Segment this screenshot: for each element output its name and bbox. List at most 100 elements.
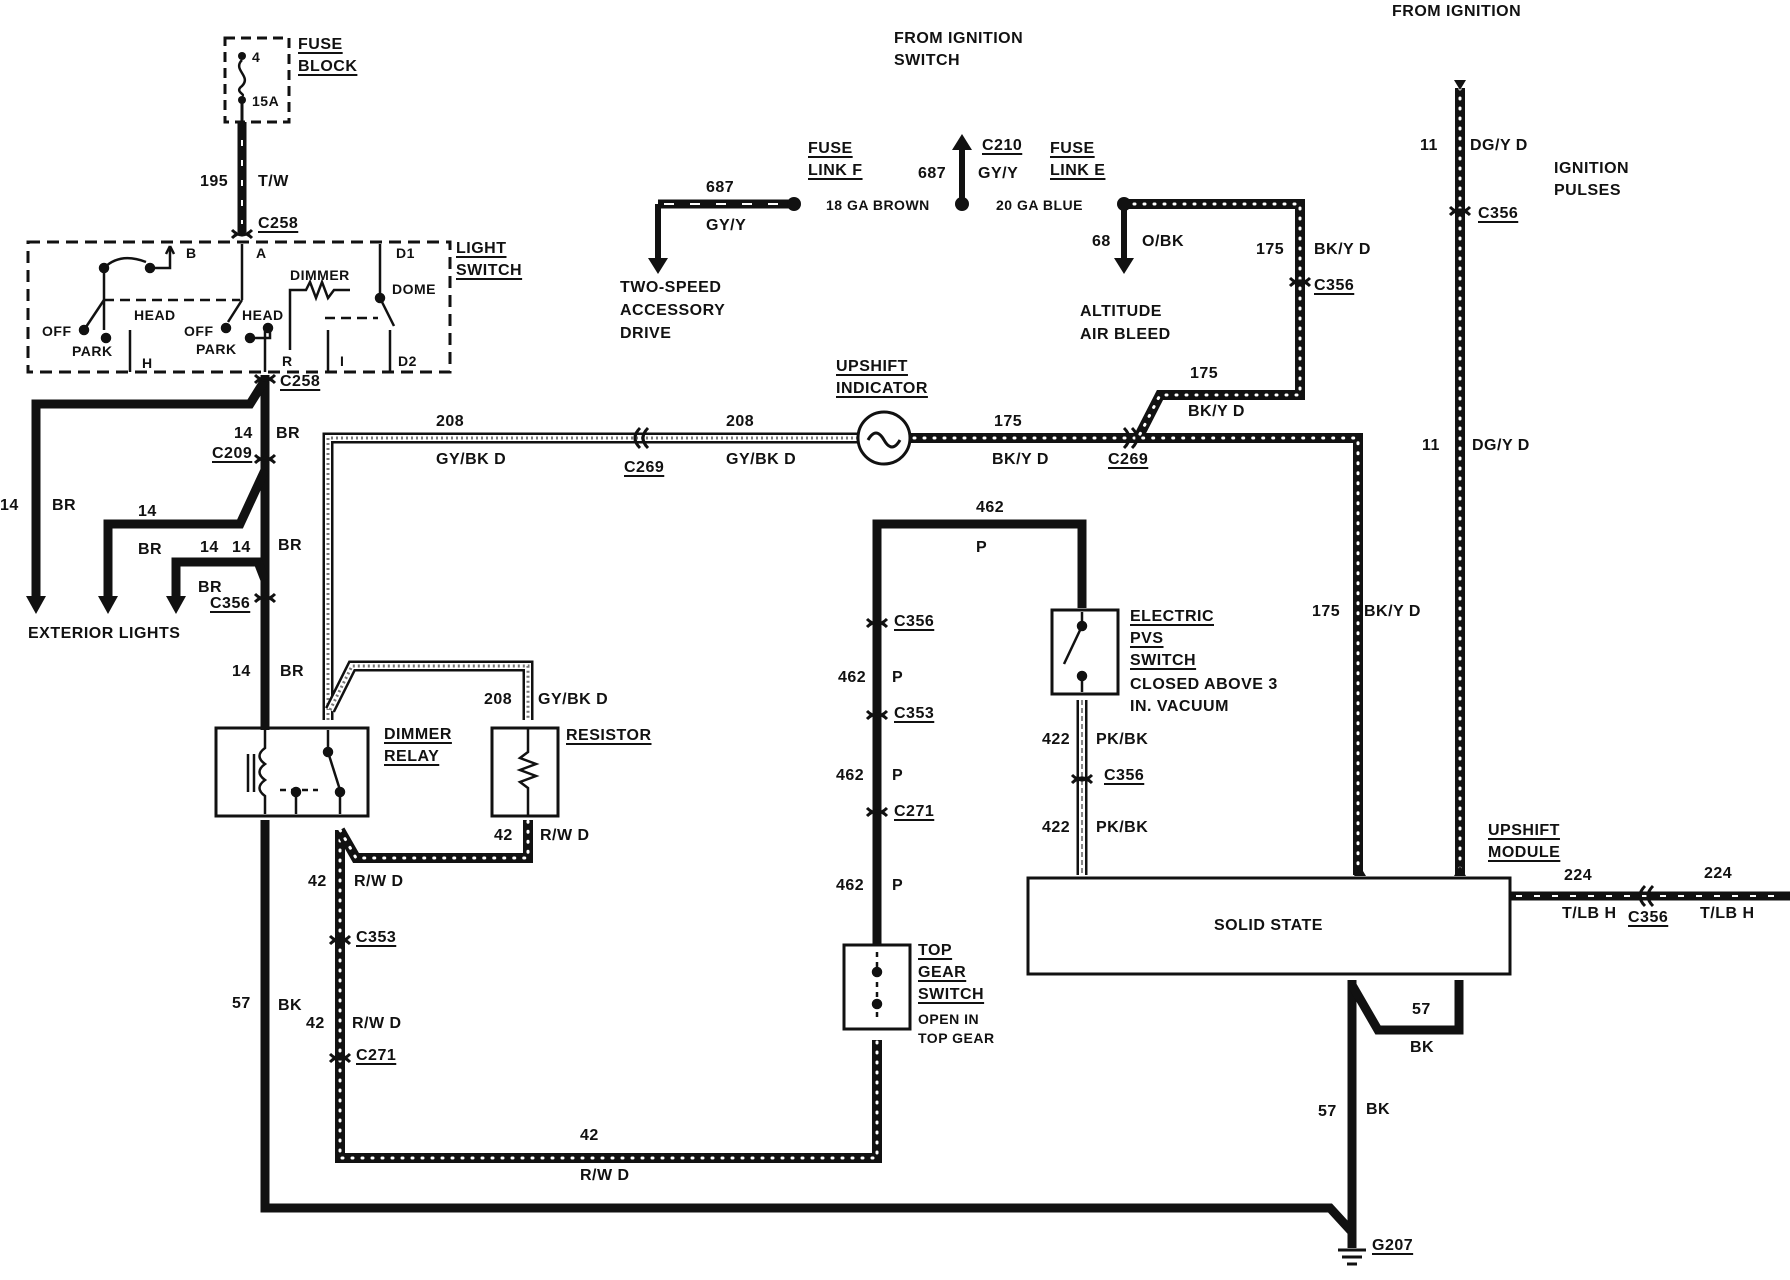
wire-175-c: 175 xyxy=(994,413,1023,430)
wire-42-d: 42 xyxy=(580,1127,599,1144)
wire-42-c: 42 xyxy=(306,1015,325,1032)
color-dgyd-b: DG/Y D xyxy=(1472,437,1530,454)
connector-c356-e: C356 xyxy=(1104,767,1145,784)
wire-208-a: 208 xyxy=(436,413,465,430)
color-pkbk-b: PK/BK xyxy=(1096,819,1149,836)
dimmer-relay-label: DIMMER RELAY xyxy=(384,726,452,765)
pvs-switch xyxy=(1050,608,1120,696)
color-rwd-c: R/W D xyxy=(352,1015,402,1032)
color-p-c: P xyxy=(892,767,904,784)
resistor xyxy=(490,726,560,818)
wire-422-b: 422 xyxy=(1042,819,1071,836)
terminals xyxy=(26,80,1466,876)
solid-state-label: SOLID STATE xyxy=(1214,917,1323,934)
connector-c271-b: C271 xyxy=(894,803,935,820)
wire-42-b: 42 xyxy=(308,873,327,890)
color-br-d: BR xyxy=(278,537,303,554)
fuse-block-title: FUSE BLOCK xyxy=(298,36,358,75)
closed-above-vacuum: CLOSED ABOVE 3 IN. VACUUM xyxy=(1130,676,1278,715)
color-br-e: BR xyxy=(198,579,223,596)
color-br-c: BR xyxy=(138,541,163,558)
from-ignition-switch: FROM IGNITION SWITCH xyxy=(894,30,1024,69)
solid-wires xyxy=(31,122,1790,1248)
color-rwd-a: R/W D xyxy=(540,827,590,844)
resistor-label: RESISTOR xyxy=(566,727,652,744)
wire-462-c: 462 xyxy=(836,767,865,784)
ls-off-2: OFF xyxy=(184,323,214,339)
color-dgyd-a: DG/Y D xyxy=(1470,137,1528,154)
color-gybkd-a: GY/BK D xyxy=(436,451,507,468)
ls-term-i: I xyxy=(340,353,345,369)
wire-14-c: 14 xyxy=(138,503,157,520)
ls-park-1: PARK xyxy=(72,343,113,359)
wire-224-b: 224 xyxy=(1704,865,1733,882)
wire-175-d: 175 xyxy=(1312,603,1341,620)
connector-c269-a: C269 xyxy=(1108,451,1149,468)
wire-57-c: 57 xyxy=(1318,1103,1337,1120)
color-tlbh-a: T/LB H xyxy=(1562,905,1617,922)
upshift-indicator-label: UPSHIFT INDICATOR xyxy=(836,358,928,397)
altitude-air-bleed: ALTITUDE AIR BLEED xyxy=(1080,303,1171,343)
connector-c356-c: C356 xyxy=(210,595,251,612)
ls-dome: DOME xyxy=(392,281,436,297)
wire-14-a: 14 xyxy=(234,425,253,442)
light-switch-label: LIGHT SWITCH xyxy=(456,240,523,279)
fuse-block xyxy=(223,36,291,124)
gauge-18-brown: 18 GA BROWN xyxy=(826,197,930,213)
wire-14-d: 14 xyxy=(200,539,219,556)
wire-175-a: 175 xyxy=(1256,241,1285,258)
connector-c356-b: C356 xyxy=(1478,205,1519,222)
wire-195: 195 xyxy=(200,173,229,190)
connector-c258-b: C258 xyxy=(280,373,321,390)
connector-c271-a: C271 xyxy=(356,1047,397,1064)
ls-term-r: R xyxy=(282,353,293,369)
exterior-lights: EXTERIOR LIGHTS xyxy=(28,625,181,642)
from-ignition: FROM IGNITION xyxy=(1392,3,1522,20)
color-gyy-a: GY/Y xyxy=(706,217,747,234)
top-gear-switch-label: TOP GEAR SWITCH xyxy=(918,942,985,1003)
wire-57-a: 57 xyxy=(232,995,251,1012)
color-tw: T/W xyxy=(258,173,289,190)
connector-c356-f: C356 xyxy=(1628,909,1669,926)
wire-68: 68 xyxy=(1092,233,1111,250)
color-br-a: BR xyxy=(276,425,301,442)
color-rwd-d: R/W D xyxy=(580,1167,630,1184)
color-p-b: P xyxy=(892,669,904,686)
ls-term-h: H xyxy=(142,355,153,371)
connector-c353-a: C353 xyxy=(356,929,397,946)
color-bk-c: BK xyxy=(1366,1101,1391,1118)
gauge-20-blue: 20 GA BLUE xyxy=(996,197,1083,213)
color-p-d: P xyxy=(892,877,904,894)
fuse-link-f: FUSE LINK F xyxy=(808,140,863,179)
color-br-b: BR xyxy=(52,497,77,514)
wire-208-b: 208 xyxy=(726,413,755,430)
ls-dimmer: DIMMER xyxy=(290,267,350,283)
connector-marks xyxy=(230,205,1655,1064)
dimmer-relay xyxy=(214,726,370,818)
ls-off-1: OFF xyxy=(42,323,72,339)
color-gybkd-c: GY/BK D xyxy=(538,691,609,708)
color-bkyd-a: BK/Y D xyxy=(1314,241,1371,258)
ls-park-2: PARK xyxy=(196,341,237,357)
color-bkyd-c: BK/Y D xyxy=(992,451,1049,468)
electric-pvs-switch-label: ELECTRIC PVS SWITCH xyxy=(1130,608,1214,669)
color-pkbk-a: PK/BK xyxy=(1096,731,1149,748)
ls-term-b: B xyxy=(186,245,197,261)
wire-11-a: 11 xyxy=(1420,137,1438,154)
wire-175-b: 175 xyxy=(1190,365,1219,382)
color-rwd-b: R/W D xyxy=(354,873,404,890)
wire-14-b: 14 xyxy=(0,497,19,514)
upshift-module-label: UPSHIFT MODULE xyxy=(1488,822,1561,861)
ls-term-d2: D2 xyxy=(398,353,417,369)
two-speed-accessory-drive: TWO-SPEED ACCESSORY DRIVE xyxy=(620,279,725,342)
wire-57-b: 57 xyxy=(1412,1001,1431,1018)
connector-c269-b: C269 xyxy=(624,459,665,476)
wire-208-c: 208 xyxy=(484,691,513,708)
color-bk-b: BK xyxy=(1410,1039,1435,1056)
color-obk: O/BK xyxy=(1142,233,1184,250)
connector-c258-a: C258 xyxy=(258,215,299,232)
wire-14-e: 14 xyxy=(232,539,251,556)
ground-g207-label: G207 xyxy=(1372,1237,1414,1254)
wire-462-d: 462 xyxy=(836,877,865,894)
